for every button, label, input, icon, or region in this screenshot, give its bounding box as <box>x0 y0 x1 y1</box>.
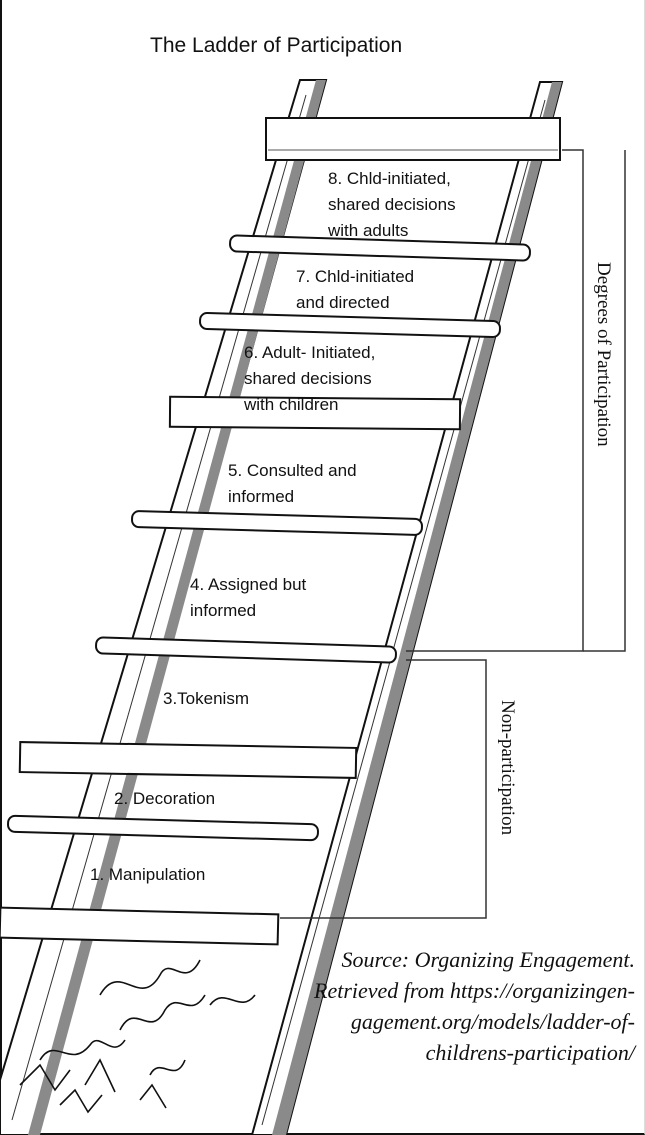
rung-label-8: 8. Chld-initiated, shared decisions with… <box>328 169 456 240</box>
non-participation-bracket <box>280 659 487 919</box>
rung-round-4 <box>95 636 397 664</box>
rung-label-5: 5. Consulted and informed <box>228 461 357 506</box>
rung-label-2: 2. Decoration <box>114 789 216 808</box>
non-participation-label: Non-participation <box>497 700 518 836</box>
rung-label-6: 6. Adult- Initiated, shared decisions wi… <box>244 343 376 414</box>
rung-round-2 <box>199 312 501 338</box>
rung-round-5 <box>7 814 319 842</box>
participation-bracket <box>406 149 626 652</box>
rung-top-plank <box>265 117 561 161</box>
rung-plank-2 <box>168 395 462 431</box>
rung-plank-4 <box>0 906 280 946</box>
diagram-title: The Ladder of Participation <box>150 34 403 57</box>
rung-round-1 <box>229 234 531 262</box>
rung-plank-3 <box>18 741 358 779</box>
rung-label-4: 4. Assigned but informed <box>190 575 307 620</box>
rung-label-7: 7. Chld-initiated and directed <box>296 267 415 312</box>
ground-scribbles <box>19 959 256 1114</box>
rung-round-3 <box>131 510 423 536</box>
source-caption: Source: Organizing Engagement. Retrieved… <box>314 947 635 1065</box>
rung-label-1: 1. Manipulation <box>90 865 206 884</box>
degrees-of-participation-label: Degrees of Participation <box>593 262 614 447</box>
right-rail <box>250 81 564 1135</box>
rung-label-3: 3.Tokenism <box>163 689 249 708</box>
